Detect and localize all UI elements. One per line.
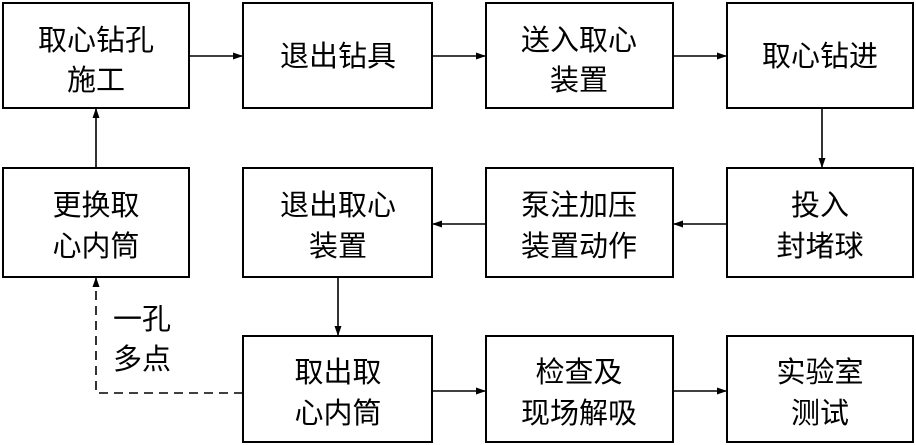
connectors (92, 52, 826, 395)
box-drop-sealing-ball-line1: 投入 (791, 188, 849, 222)
box-withdraw-coring-device-line2: 装置 (309, 229, 367, 263)
box-lab-test: 实验室 测试 (726, 335, 914, 443)
box-coring-drilling-line2: 施工 (67, 63, 125, 97)
box-drop-sealing-ball-line2: 封堵球 (776, 229, 863, 263)
box-lab-test-line2: 测试 (791, 396, 849, 430)
box-replace-inner-tube-line1: 更换取 (52, 188, 139, 222)
box-remove-inner-tube: 取出取 心内筒 (242, 335, 433, 443)
box-pump-pressurize-line1: 泵注加压 (521, 188, 637, 222)
box-withdraw-coring-device-line1: 退出取心 (280, 188, 396, 222)
box-inspect-desorb-line2: 现场解吸 (521, 396, 637, 430)
loop-label: 一孔 多点 (113, 302, 171, 376)
box-coring-drilling-line1: 取心钻孔 (38, 23, 154, 57)
box-remove-inner-tube-line1: 取出取 (294, 355, 381, 389)
dashed-loop-remove-to-replace (92, 277, 243, 394)
box-pump-pressurize: 泵注加压 装置动作 (485, 167, 674, 278)
loop-label-line1: 一孔 (113, 302, 171, 336)
box-inspect-desorb: 检查及 现场解吸 (485, 335, 674, 443)
box-withdraw-drill: 退出钻具 (242, 2, 433, 109)
box-withdraw-drill-line1: 退出钻具 (280, 39, 396, 73)
box-coring-advance: 取心钻进 (726, 2, 914, 109)
box-insert-coring-device-line2: 装置 (550, 63, 608, 97)
box-replace-inner-tube-line2: 心内筒 (52, 229, 139, 263)
box-remove-inner-tube-line2: 心内筒 (294, 396, 381, 430)
box-replace-inner-tube: 更换取 心内筒 (2, 167, 190, 278)
box-withdraw-coring-device: 退出取心 装置 (242, 167, 433, 278)
loop-label-line2: 多点 (113, 342, 171, 376)
box-pump-pressurize-line2: 装置动作 (521, 229, 637, 263)
box-coring-drilling: 取心钻孔 施工 (2, 2, 190, 109)
box-inspect-desorb-line1: 检查及 (535, 355, 622, 389)
box-lab-test-line1: 实验室 (776, 355, 863, 389)
box-drop-sealing-ball: 投入 封堵球 (726, 167, 914, 278)
box-insert-coring-device: 送入取心 装置 (485, 2, 674, 109)
box-insert-coring-device-line1: 送入取心 (521, 23, 637, 57)
box-coring-advance-line1: 取心钻进 (762, 39, 878, 73)
